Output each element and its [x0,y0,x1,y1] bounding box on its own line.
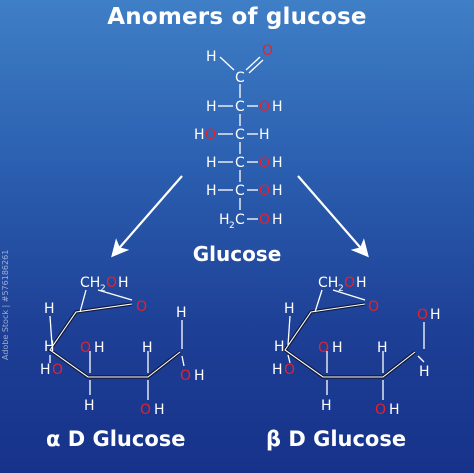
atom-h: H [272,183,283,199]
atom-h: H [44,339,55,355]
atom-o: O [80,340,91,356]
atom-h: H [274,339,285,355]
atom-h: H [84,398,95,414]
fischer-projection: H O C H C O H H O C H H C O H H C O H H … [194,43,283,231]
atom-h: H [259,127,270,143]
atom-o: O [417,307,428,323]
atom-h: H [419,364,430,380]
atom-h: H [389,402,400,418]
atom-h: H [206,155,217,171]
atom-h: H [272,212,283,228]
atom-o: O [106,275,117,291]
atom-h: H [194,368,205,384]
atom-h: H [40,362,51,378]
atom-o: O [205,127,216,143]
atom-h: H [272,362,283,378]
atom-h: H [272,155,283,171]
atom-o: O [318,340,329,356]
atom-o: O [344,275,355,291]
beta-glucose-structure: CH 2 O H O H H H O O H H H O H O H H [272,275,441,418]
glucose-label: Glucose [192,242,282,266]
atom-c: C [235,99,245,115]
atom-o: O [259,183,270,199]
atom-c: C [235,155,245,171]
atom-h: H [44,301,55,317]
atom-o: O [262,43,273,59]
stock-id-text: Adobe Stock | #576186261 [1,249,10,360]
atom-o: O [259,212,270,228]
atom-h: H [377,340,388,356]
atom-h: H [206,99,217,115]
atom-c: C [235,70,245,86]
atom-ch: CH [318,275,338,291]
alpha-glucose-label: α D Glucose [46,427,186,451]
atom-o: O [52,362,63,378]
atom-c: C [235,183,245,199]
alpha-glucose-structure: CH 2 O H O H H H O O H H H O H H O H [40,275,205,418]
atom-h: H [284,301,295,317]
atom-h: H [206,49,217,65]
atom-h: H [118,275,129,291]
atom-ch: CH [80,275,100,291]
atom-c: C [235,127,245,143]
atom-h: H [142,340,153,356]
subscript-2: 2 [100,284,106,294]
atom-o: O [259,99,270,115]
atom-o: O [140,402,151,418]
arrow-to-beta [297,175,369,258]
atom-o: O [180,368,191,384]
atom-h: H [194,127,205,143]
atom-o: O [375,402,386,418]
subscript-2: 2 [229,221,235,231]
atom-o: O [284,362,295,378]
atom-h: H [356,275,367,291]
atom-h: H [321,398,332,414]
atom-h: H [94,340,105,356]
atom-h: H [430,307,441,323]
atom-h: H [219,212,230,228]
beta-glucose-label: β D Glucose [266,427,407,451]
page-title: Anomers of glucose [107,4,367,30]
atom-h: H [332,340,343,356]
atom-o: O [259,155,270,171]
atom-h: H [176,305,187,321]
subscript-2: 2 [338,284,344,294]
atom-h: H [272,99,283,115]
ring-oxygen: O [368,299,379,315]
ring-oxygen: O [136,299,147,315]
atom-c: C [235,212,245,228]
atom-h: H [154,402,165,418]
atom-h: H [206,183,217,199]
arrow-to-alpha [111,175,183,258]
